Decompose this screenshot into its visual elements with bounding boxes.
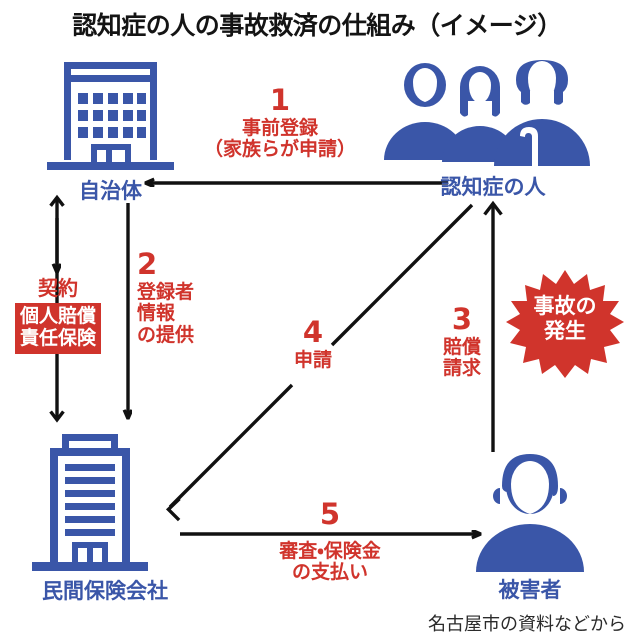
step-2-line3: の提供: [137, 323, 195, 346]
step-4-number: 4: [302, 315, 324, 349]
page-title: 認知症の人の事故救済の仕組み（イメージ）: [72, 11, 562, 40]
node-municipality-label: 自治体: [79, 179, 142, 203]
government-building-icon: [47, 62, 174, 170]
accident-burst-text: 事故の 発生: [505, 294, 625, 344]
step-2-line1: 登録者: [137, 281, 195, 303]
contract-label-group: 契約 個人賠償 責任保険: [0, 272, 116, 354]
step-4-line1: 申請: [293, 349, 332, 371]
step-5-number: 5: [319, 497, 341, 531]
step-3-label: 3 賠償 請求: [437, 305, 487, 380]
node-victim-label: 被害者: [498, 578, 562, 602]
family-with-elderly-person-icon: [384, 60, 590, 166]
step-5-label: 5 審査・保険金 の支払い: [235, 500, 425, 584]
accident-burst-line1: 事故の: [533, 294, 597, 318]
node-victim[interactable]: 被害者: [450, 448, 610, 604]
step-3-line2: 請求: [442, 357, 481, 380]
step-5-line1: 審査・保険金: [279, 540, 381, 562]
arrow-step-4: [165, 203, 474, 522]
step-1-number: 1: [269, 83, 291, 117]
step-1-label: 1 事前登録 （家族らが申請）: [180, 86, 380, 161]
step-4-label: 4 申請: [275, 318, 351, 371]
person-icon: [476, 454, 584, 572]
personal-liability-insurance-chip: 個人賠償 責任保険: [14, 303, 101, 354]
step-2-label: 2 登録者 情報 の提供: [137, 250, 213, 346]
node-insurance-company-label: 民間保険会社: [42, 579, 168, 603]
node-person-with-dementia-label: 認知症の人: [440, 175, 546, 199]
step-3-line1: 賠償: [442, 336, 481, 358]
node-person-with-dementia[interactable]: 認知症の人: [368, 58, 618, 201]
insurance-chip-line2: 責任保険: [19, 326, 96, 349]
insurance-chip-line1: 個人賠償: [19, 305, 96, 327]
step-1-line2: （家族らが申請）: [203, 138, 356, 161]
step-2-line2: 情報: [137, 302, 176, 325]
step-1-line1: 事前登録: [241, 117, 318, 139]
node-municipality[interactable]: 自治体: [18, 58, 203, 205]
source-credit: 名古屋市の資料などから: [428, 614, 626, 635]
step-5-line2: の支払い: [291, 561, 368, 584]
accident-burst: 事故の 発生: [505, 268, 625, 380]
accident-burst-line2: 発生: [544, 318, 586, 343]
step-2-number: 2: [137, 247, 158, 281]
office-building-icon: [32, 434, 148, 571]
node-insurance-company[interactable]: 民間保険会社: [10, 432, 200, 605]
arrow-step-3: [483, 200, 503, 452]
contract-word: 契約: [38, 276, 78, 300]
step-3-number: 3: [451, 302, 473, 336]
starburst-icon: [506, 270, 624, 378]
